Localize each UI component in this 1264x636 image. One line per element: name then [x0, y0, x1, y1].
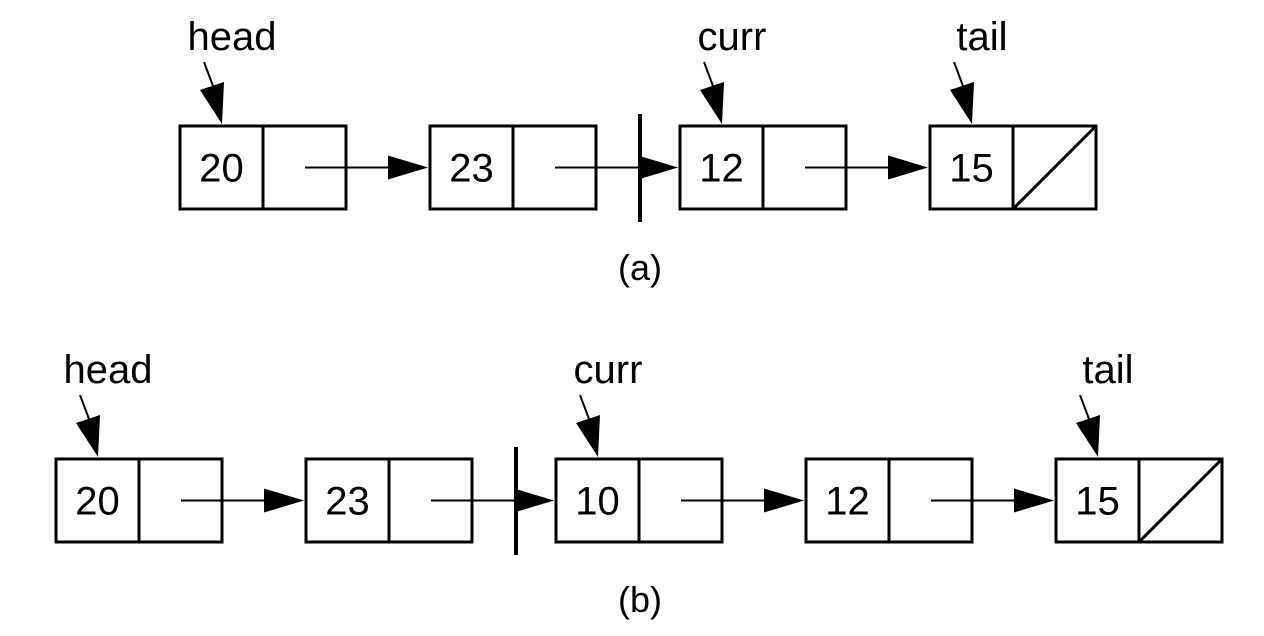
next-link-arrowhead [638, 155, 678, 180]
pointer-arrowhead [1076, 415, 1100, 457]
list-node: 15 [928, 124, 1098, 211]
pointer-arrowhead [700, 82, 724, 124]
pointer-label: curr [698, 15, 767, 59]
pointer-tail: tail [950, 15, 1008, 124]
pointer-tail: tail [1076, 348, 1134, 457]
next-link-arrowhead [1014, 488, 1054, 513]
pointer-arrowhead [576, 415, 600, 457]
node-value: 20 [199, 147, 244, 191]
next-link-arrowhead [764, 488, 804, 513]
list-node: 10 [554, 457, 804, 544]
null-slash [1011, 124, 1098, 211]
list-node: 20 [54, 457, 304, 544]
next-link-arrowhead [514, 488, 554, 513]
list-diagram-a: 20 23 12 15 head curr tail (a) [178, 15, 1098, 288]
list-diagram-b: 20 23 10 12 15 head curr tail (b) [54, 348, 1224, 620]
pointer-arrowhead [76, 415, 100, 457]
node-value: 10 [575, 480, 620, 524]
null-slash [1137, 457, 1224, 544]
list-node: 23 [428, 124, 678, 211]
list-node: 20 [178, 124, 428, 211]
caption: (a) [618, 247, 662, 288]
next-link-arrowhead [888, 155, 928, 180]
pointer-label: head [188, 15, 277, 59]
node-value: 23 [325, 480, 370, 524]
next-link-arrowhead [388, 155, 428, 180]
list-node: 12 [678, 124, 928, 211]
caption: (b) [618, 579, 662, 620]
next-link-arrowhead [264, 488, 304, 513]
pointer-curr: curr [698, 15, 767, 124]
list-node: 15 [1054, 457, 1224, 544]
node-value: 23 [449, 147, 494, 191]
list-node: 23 [304, 457, 554, 544]
pointer-arrowhead [200, 82, 224, 124]
pointer-head: head [64, 348, 153, 457]
node-value: 15 [1075, 480, 1120, 524]
pointer-head: head [188, 15, 277, 124]
list-node: 12 [804, 457, 1054, 544]
node-value: 20 [75, 480, 120, 524]
pointer-label: curr [574, 348, 643, 392]
node-value: 15 [949, 147, 994, 191]
pointer-arrowhead [950, 82, 974, 124]
pointer-label: tail [1082, 348, 1133, 392]
pointer-curr: curr [574, 348, 643, 457]
node-value: 12 [825, 480, 870, 524]
pointer-label: tail [956, 15, 1007, 59]
pointer-label: head [64, 348, 153, 392]
node-value: 12 [699, 147, 744, 191]
